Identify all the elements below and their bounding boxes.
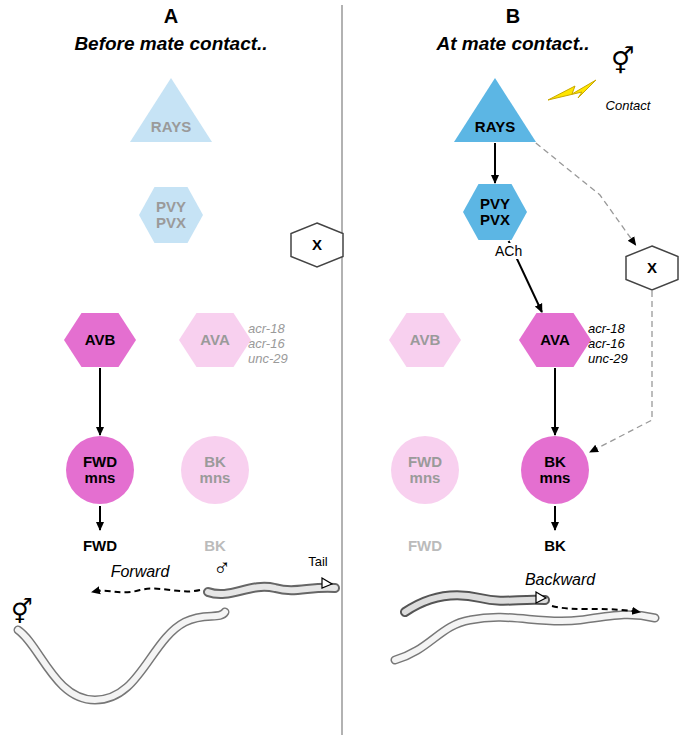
node-label: PVY PVX: [475, 196, 515, 229]
text-label: BK: [544, 537, 566, 554]
text-label: ⚥: [11, 598, 33, 626]
male-worm: [405, 595, 545, 612]
text-label: B: [506, 5, 520, 28]
neuron-hexagon: AVA: [178, 312, 252, 368]
neuron-hexagon: PVY PVX: [138, 186, 204, 244]
text-label: Tail: [308, 555, 328, 570]
node-label: AVA: [190, 332, 240, 349]
node-label: BK mns: [532, 454, 578, 487]
male-worm: [208, 587, 335, 594]
text-label: Contact: [606, 99, 651, 114]
text-label: ⚥: [611, 47, 634, 77]
text-label: ♂: [213, 554, 231, 582]
arrow-connector: [494, 143, 496, 183]
male-worm: [208, 587, 335, 594]
node-label: AVB: [75, 332, 125, 349]
arrow-connector: [554, 368, 556, 435]
hermaphrodite-worm: [395, 615, 655, 660]
node-label: FWD mns: [77, 454, 123, 487]
node-label: X: [302, 237, 332, 254]
node-label: X: [637, 260, 667, 277]
node-label: RAYS: [141, 119, 201, 136]
tail-marker: [322, 578, 332, 588]
node-label: AVB: [400, 332, 450, 349]
hermaphrodite-worm: [18, 612, 225, 700]
neuron-hexagon: X: [625, 245, 679, 291]
output-arrow: [554, 506, 556, 530]
panel-divider: [341, 5, 343, 735]
neuron-hexagon: AVB: [63, 312, 137, 368]
backward-arrow: [552, 606, 640, 612]
sensory-triangle: RAYS: [129, 77, 213, 143]
text-label: acr-18 acr-16 unc-29: [248, 322, 298, 367]
contact-lightning: [548, 80, 596, 100]
node-label: AVA: [530, 332, 580, 349]
motor-neuron-circle: BK mns: [180, 435, 250, 505]
node-label: FWD mns: [402, 454, 448, 487]
tail-marker: [536, 592, 546, 603]
text-label: FWD: [83, 537, 117, 554]
output-arrow: [99, 506, 101, 530]
node-label: RAYS: [465, 119, 525, 136]
dashed-connector: [590, 291, 652, 452]
text-label: A: [164, 5, 178, 28]
text-label: Before mate contact..: [74, 33, 267, 55]
node-label: BK mns: [192, 454, 238, 487]
sensory-triangle: RAYS: [453, 77, 537, 143]
text-label: Backward: [525, 571, 595, 589]
forward-arrow: [92, 589, 200, 593]
edge-label: ACh: [493, 243, 524, 259]
neuron-hexagon: AVB: [388, 312, 462, 368]
neuron-hexagon: PVY PVX: [462, 183, 528, 241]
text-label: acr-18 acr-16 unc-29: [588, 322, 638, 367]
hermaphrodite-worm: [395, 615, 655, 660]
text-label: FWD: [408, 537, 442, 554]
arrow-connector: [99, 368, 101, 435]
male-worm: [405, 595, 545, 612]
motor-neuron-circle: FWD mns: [390, 435, 460, 505]
hermaphrodite-worm: [18, 612, 225, 700]
motor-neuron-circle: FWD mns: [65, 435, 135, 505]
neuron-hexagon: AVA: [518, 312, 592, 368]
neuron-hexagon: X: [290, 222, 344, 268]
text-label: BK: [204, 537, 226, 554]
motor-neuron-circle: BK mns: [520, 435, 590, 505]
dashed-connector: [536, 143, 636, 245]
text-label: At mate contact..: [436, 33, 589, 55]
node-label: PVY PVX: [151, 199, 191, 232]
text-label: Forward: [111, 563, 170, 581]
